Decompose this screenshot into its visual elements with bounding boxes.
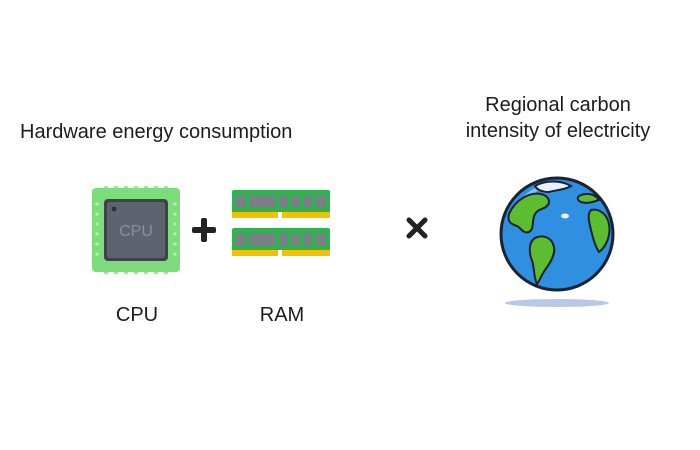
cpu-die <box>107 202 165 258</box>
ram-label: RAM <box>259 304 305 326</box>
region-title: Regional carbon intensity of electricity <box>440 92 676 144</box>
ram-stick-top <box>232 190 330 218</box>
south-america <box>528 235 556 286</box>
plus-icon <box>192 218 216 242</box>
arctic-ice <box>533 180 573 194</box>
region-title-line-1: Regional carbon <box>485 94 631 116</box>
globe-shadow <box>505 299 609 307</box>
cpu-icon: CPU <box>92 186 180 274</box>
cpu-label: CPU <box>115 304 159 326</box>
cloud <box>561 213 569 219</box>
europe <box>576 192 601 204</box>
times-icon <box>406 217 428 239</box>
cpu-edge-dots <box>95 202 177 256</box>
africa <box>587 208 611 254</box>
north-america <box>507 192 550 234</box>
ram-icon <box>232 190 330 256</box>
globe-icon <box>499 176 615 307</box>
cpu-chip-text: CPU <box>119 223 153 240</box>
ram-stick-bottom <box>232 228 330 256</box>
region-title-line-2: intensity of electricity <box>465 120 651 142</box>
hardware-title: Hardware energy consumption <box>20 121 293 143</box>
